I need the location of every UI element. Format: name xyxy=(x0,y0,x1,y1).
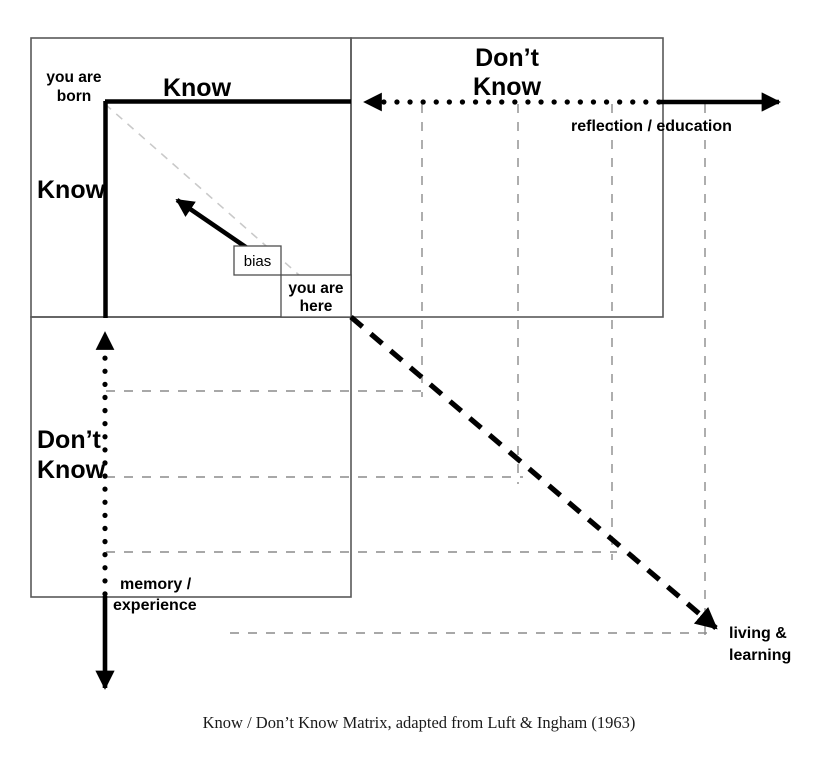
living-learning-label-line2: learning xyxy=(729,647,791,664)
bias-callout-box xyxy=(233,245,282,276)
label-dont-know-row-line1: Don’t xyxy=(37,426,102,454)
label-know-column: Know xyxy=(163,74,232,102)
label-dont-know-row-line2: Know xyxy=(37,456,106,484)
memory-experience-axis-label-line1: memory / xyxy=(120,576,192,593)
label-dont-know-column-line2: Know xyxy=(473,73,542,101)
label-know-row: Know xyxy=(37,176,106,204)
you-are-born-label-line2: born xyxy=(57,88,91,105)
bias-arrow xyxy=(175,198,255,254)
grid-vertical-lines xyxy=(421,104,706,640)
living-learning-diagonal-arrow xyxy=(349,315,718,630)
figure-caption: Know / Don’t Know Matrix, adapted from L… xyxy=(203,713,636,732)
bias-label: bias xyxy=(244,253,272,270)
you-are-here-label-line1: you are xyxy=(288,280,344,297)
quadrant-box-know-dont-know xyxy=(30,316,352,598)
grid-horizontal-lines xyxy=(106,390,709,634)
reflection-education-axis-label: reflection / education xyxy=(571,118,732,135)
memory-experience-axis-label-line2: experience xyxy=(113,597,197,614)
living-learning-label-line1: living & xyxy=(729,625,787,642)
you-are-born-label-line1: you are xyxy=(46,69,102,86)
label-dont-know-column-line1: Don’t xyxy=(475,44,540,72)
quadrant-box-dont-know-know xyxy=(350,37,664,318)
you-are-here-box xyxy=(280,274,352,318)
you-are-here-label-line2: here xyxy=(300,298,333,315)
